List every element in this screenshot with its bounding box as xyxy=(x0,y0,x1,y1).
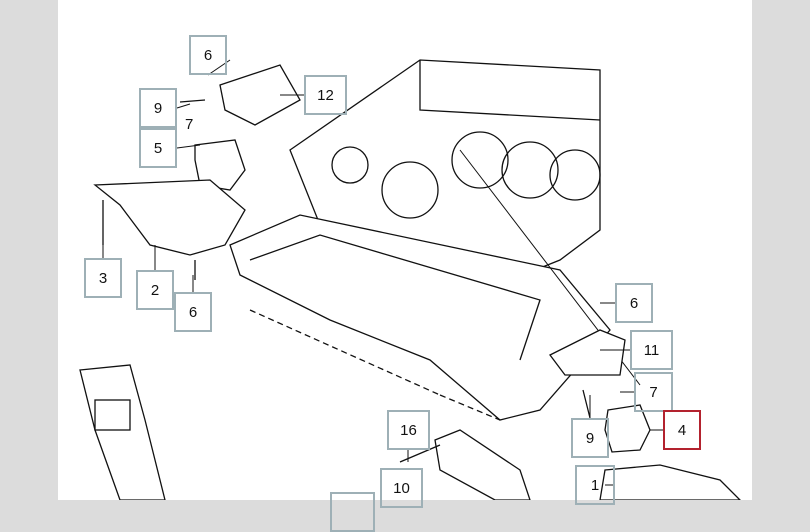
engine-mount-drawing xyxy=(79,59,741,500)
parts-diagram xyxy=(58,0,752,500)
callout-9-right[interactable]: 9 xyxy=(571,418,609,458)
callout-4-selected[interactable]: 4 xyxy=(663,410,701,450)
callout-6-top[interactable]: 6 xyxy=(189,35,227,75)
callout-11[interactable]: 11 xyxy=(630,330,673,370)
callout-16[interactable]: 16 xyxy=(387,410,430,450)
callout-7-right[interactable]: 7 xyxy=(634,372,673,412)
callout-6-right[interactable]: 6 xyxy=(615,283,653,323)
callout-2[interactable]: 2 xyxy=(136,270,174,310)
callout-9-left[interactable]: 9 xyxy=(139,88,177,128)
callout-10[interactable]: 10 xyxy=(380,468,423,508)
callout-3[interactable]: 3 xyxy=(84,258,122,298)
callout-12[interactable]: 12 xyxy=(304,75,347,115)
callout-6-left[interactable]: 6 xyxy=(174,292,212,332)
callout-1[interactable]: 1 xyxy=(575,465,615,505)
callout-partial[interactable] xyxy=(330,492,375,532)
callout-5[interactable]: 5 xyxy=(139,128,177,168)
callout-7-left[interactable]: 7 xyxy=(185,116,194,133)
